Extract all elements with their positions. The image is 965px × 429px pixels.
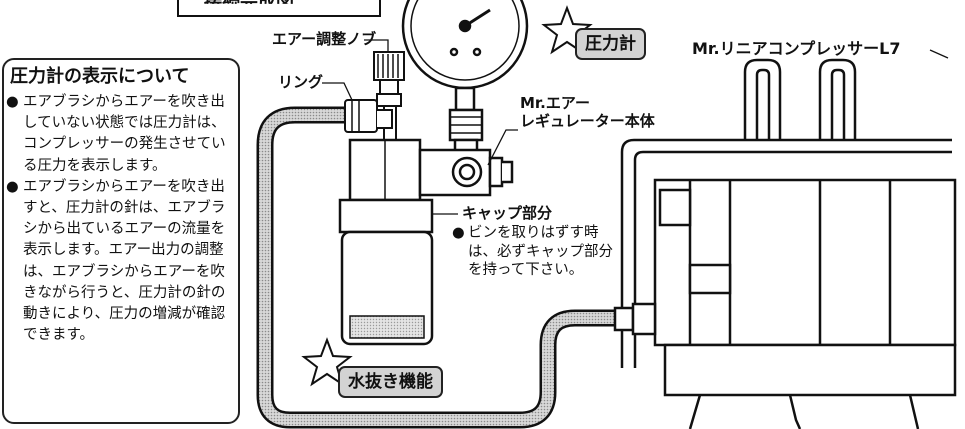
notes-title: 圧力計の表示について <box>10 66 190 87</box>
bullet-icon: ● <box>6 178 19 195</box>
notes-list: ●エアブラシからエアーを吹き出していない状態では圧力計は、コンプレッサーの発生さ… <box>6 92 238 346</box>
notes-item: ●エアブラシからエアーを吹き出していない状態では圧力計は、コンプレッサーの発生さ… <box>6 94 226 174</box>
caution-note: ●ビンを取りはずす時は、必ずキャップ部分を持って下さい。 <box>452 224 622 280</box>
caution-text: ビンを取りはずす時は、必ずキャップ部分を持って下さい。 <box>468 225 613 278</box>
label-cap: キャップ部分 <box>462 204 553 222</box>
bullet-icon: ● <box>452 225 465 241</box>
bullet-icon: ● <box>6 94 19 110</box>
ring-connector <box>344 99 393 133</box>
notes-item: ●エアブラシからエアーを吹き出すと、圧力計の針は、エアブラシから出ているエアーの… <box>6 178 226 344</box>
header-title: 接続完成図 <box>204 0 294 13</box>
cap <box>338 198 434 234</box>
feature-gauge-box: 圧力計 <box>575 28 646 60</box>
feature-drain-box: 水抜き機能 <box>338 366 443 398</box>
label-air-knob: エアー調整ノブ <box>272 30 377 48</box>
label-regulator-line1: Mr.エアー <box>520 94 590 112</box>
drain-bottle <box>340 230 434 346</box>
label-regulator-line2: レギュレーター本体 <box>520 112 655 130</box>
air-hose <box>256 106 624 429</box>
regulator-body <box>348 138 514 202</box>
label-compressor: Mr.リニアコンプレッサーL7 <box>692 39 901 58</box>
header-frame <box>177 0 381 17</box>
notes-panel <box>2 58 240 424</box>
leader-lines <box>322 39 949 215</box>
label-ring: リング <box>278 73 324 91</box>
compressor-illustration <box>613 58 957 429</box>
pressure-gauge <box>401 0 529 160</box>
